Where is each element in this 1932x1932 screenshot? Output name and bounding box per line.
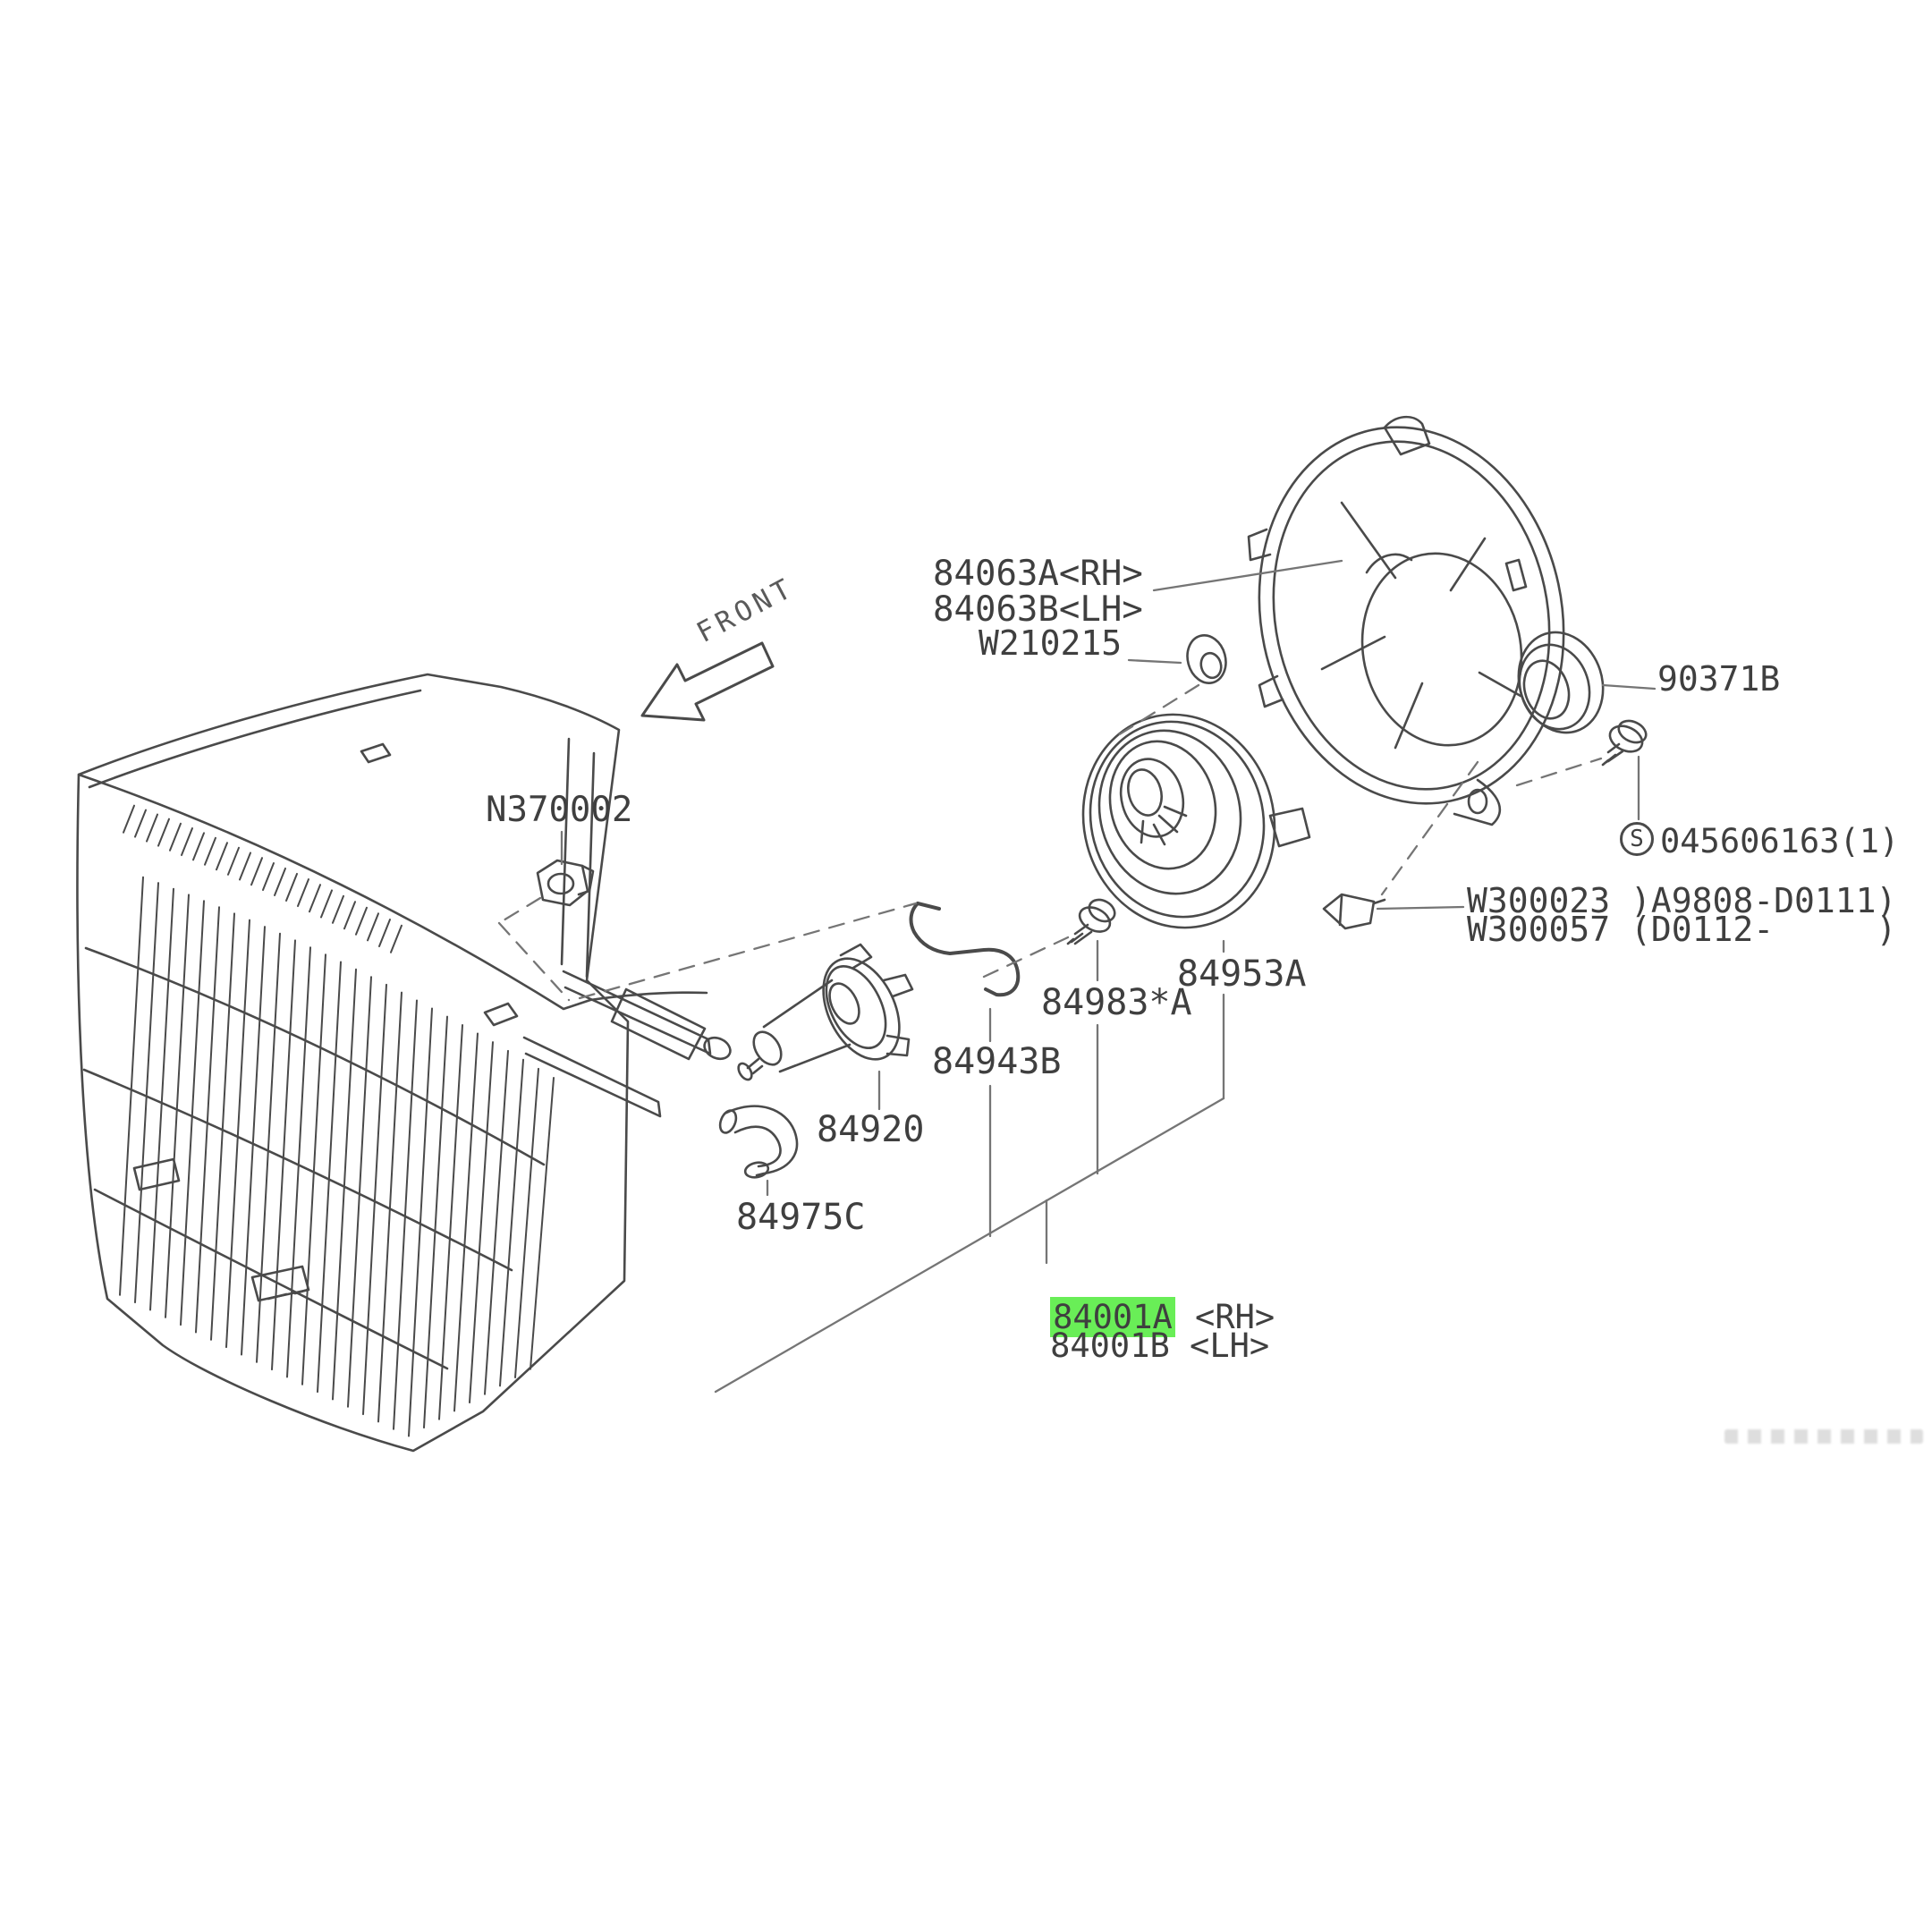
seal-ring-drawing [1081,713,1311,929]
part-number: 84001B [1050,1326,1170,1365]
socket-connector-drawing [1322,893,1386,930]
leader-lines [560,559,1657,1394]
part-label-84063b-lh[interactable]: 84063B<LH> [933,589,1143,630]
part-label-84920[interactable]: 84920 [817,1109,925,1150]
highlighted-part-number[interactable]: 84001A [1050,1296,1175,1337]
part-side-rh: <RH> [1174,1297,1275,1336]
part-label-84943b[interactable]: 84943B [932,1041,1062,1082]
front-direction-arrow [640,641,775,722]
screw-84983-drawing [1066,898,1116,945]
clipped-faint-code [1724,1429,1923,1444]
retaining-spring-drawing [909,902,1021,997]
standard-part-s-mark: S [1620,822,1654,856]
part-label-w210215[interactable]: W210215 [979,623,1123,663]
part-label-045606163[interactable]: 045606163(1) [1660,822,1900,860]
part-label-90371b[interactable]: 90371B [1657,659,1781,699]
grommet-drawing [1186,634,1227,684]
part-label-w300023[interactable]: W300023 )A9808-D0111) [1467,881,1897,920]
part-label-84001a-rh[interactable]: 84001A <RH> [970,1266,1275,1370]
part-label-n370002[interactable]: N370002 [486,790,633,830]
part-label-84063a-rh[interactable]: 84063A<RH> [933,554,1143,594]
part-label-84983a[interactable]: 84983*A [1041,982,1192,1023]
breather-hose-drawing [718,1105,799,1179]
part-side-lh: <LH> [1169,1326,1270,1365]
part-label-84001b-lh[interactable]: 84001B <LH> [970,1294,1269,1399]
nut-drawing [536,859,595,907]
part-label-84975c[interactable]: 84975C [736,1197,866,1238]
dashed-alignment-lines [497,683,1603,1002]
bulb-drawing [737,943,914,1081]
rubber-cap-drawing [1517,631,1605,734]
mounting-plate-drawing [1247,415,1565,826]
part-label-w300057[interactable]: W300057 (D0112- ) [1467,910,1897,949]
part-label-84953a[interactable]: 84953A [1177,953,1307,995]
headlamp-assembly-drawing [76,673,732,1453]
screw-045606163-drawing [1601,719,1648,767]
